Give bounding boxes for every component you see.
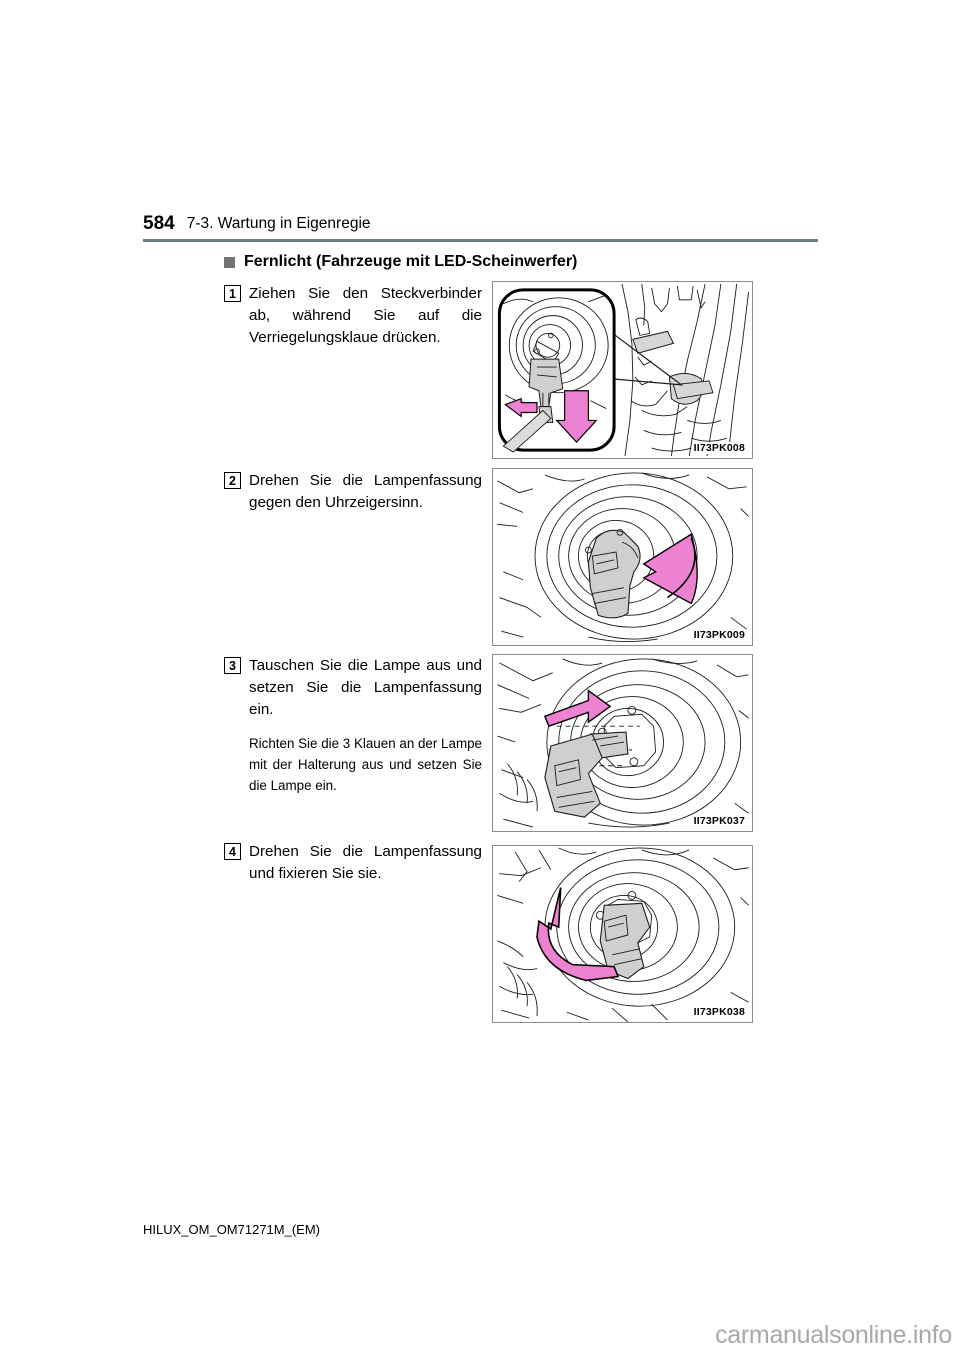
header-divider: [143, 239, 818, 242]
figure-step-2: II73PK009: [492, 468, 753, 646]
step-number-badge: 4: [224, 843, 241, 860]
page-number: 584: [143, 213, 175, 234]
section-heading-label: Fernlicht (Fahrzeuge mit LED-Scheinwerfe…: [244, 253, 578, 270]
step-4: 4 Drehen Sie die Lampenfassung und fixie…: [224, 841, 482, 885]
page-header: 584 7-3. Wartung in Eigenregie: [143, 207, 818, 235]
figure-step-3: II73PK037: [492, 654, 753, 832]
figure-code: II73PK009: [692, 629, 746, 641]
figure-code: II73PK008: [692, 442, 746, 454]
step-number-badge: 2: [224, 472, 241, 489]
section-heading: Fernlicht (Fahrzeuge mit LED-Scheinwerfe…: [224, 253, 577, 271]
step-number-badge: 1: [224, 285, 241, 302]
step-instruction-text: Drehen Sie die Lampenfassung und fixiere…: [249, 843, 482, 882]
figure-step-1: II73PK008: [492, 281, 753, 459]
step-1: 1 Ziehen Sie den Steckverbinder ab, währ…: [224, 283, 482, 349]
footer-document-code: HILUX_OM_OM71271M_(EM): [143, 1222, 320, 1237]
step-instruction-text: Tauschen Sie die Lampe aus und setzen Si…: [249, 657, 482, 718]
figure-code: II73PK037: [692, 815, 746, 827]
illustration-socket-lock-rotate: [497, 847, 749, 1022]
illustration-socket-rotate-ccw: [497, 472, 749, 643]
step-note-text: Richten Sie die 3 Klauen an der Lampe mi…: [249, 736, 483, 793]
filled-square-icon: [224, 256, 235, 268]
step-instruction-text: Ziehen Sie den Steckverbinder ab, währen…: [249, 285, 482, 346]
illustration-connector-removal: [497, 283, 750, 457]
step-3: 3 Tauschen Sie die Lampe aus und setzen …: [224, 655, 482, 796]
step-number-badge: 3: [224, 657, 241, 674]
figure-code: II73PK038: [692, 1006, 746, 1018]
site-watermark: carmanualsonline.info: [715, 1321, 952, 1349]
figure-step-4: II73PK038: [492, 845, 753, 1023]
header-section-title: 7-3. Wartung in Eigenregie: [186, 215, 371, 232]
step-2: 2 Drehen Sie die Lampenfassung gegen den…: [224, 470, 482, 514]
illustration-bulb-insert: [497, 658, 749, 828]
step-instruction-text: Drehen Sie die Lampenfassung gegen den U…: [249, 472, 482, 511]
